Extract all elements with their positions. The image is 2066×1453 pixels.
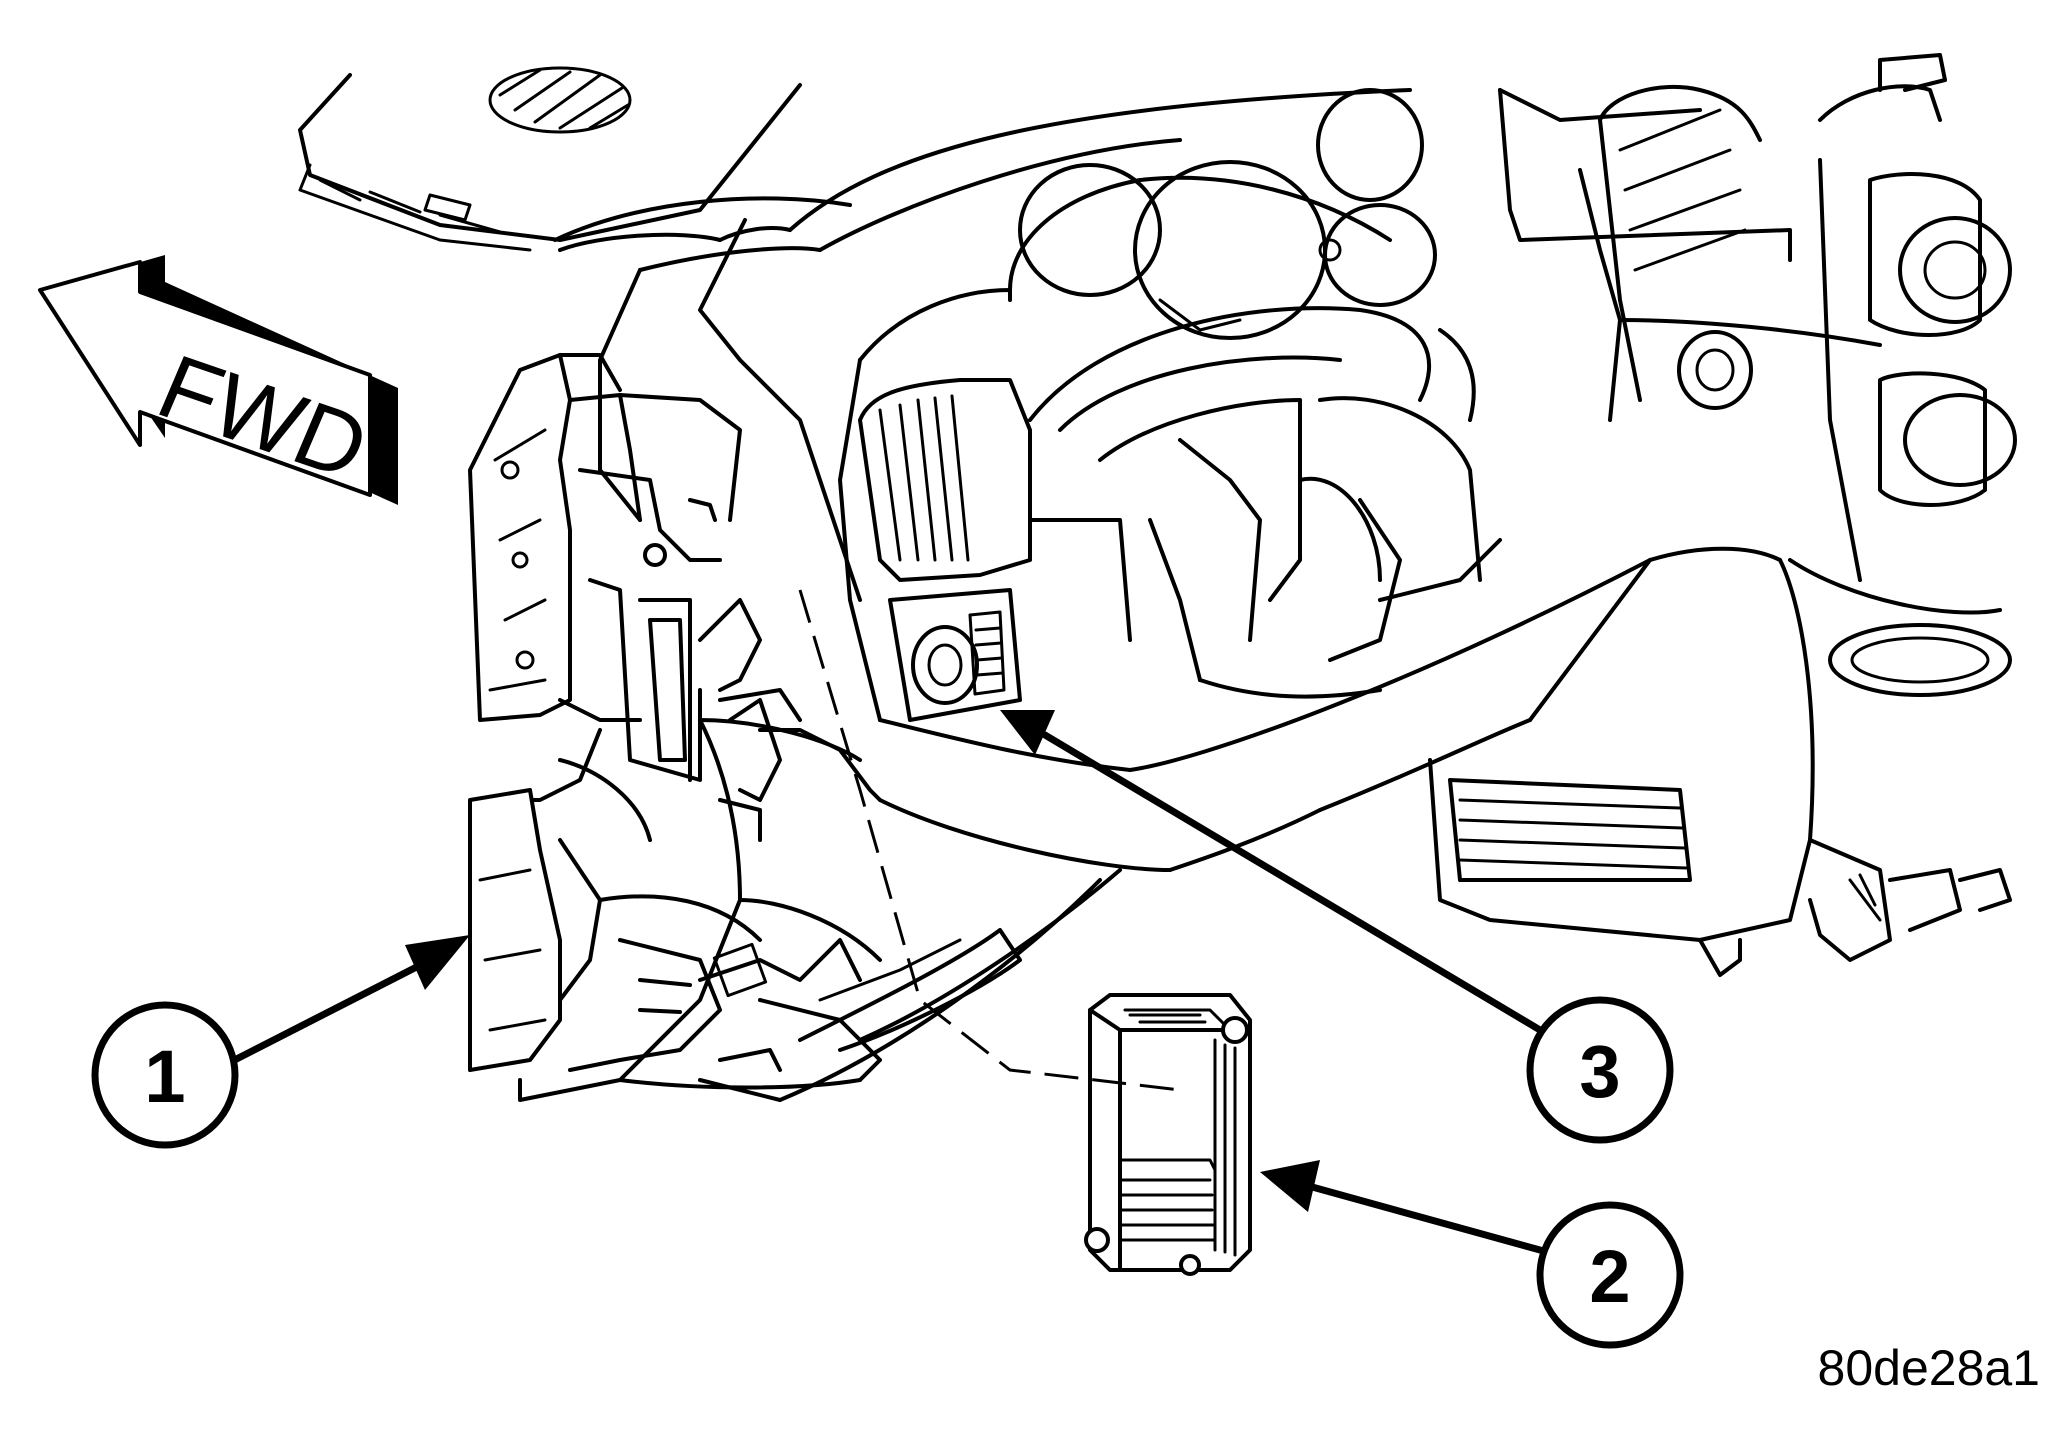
control-knob-lower-right <box>1903 393 2017 487</box>
gauge-upper-right <box>1316 88 1424 202</box>
instrument-cluster <box>1008 88 1437 340</box>
figure-code: 80de28a1 <box>1818 1340 2040 1396</box>
control-knob-upper <box>1677 330 1753 410</box>
callout-1: 1 <box>91 935 470 1149</box>
body-control-module <box>1084 993 1252 1276</box>
fwd-arrow: FWD <box>38 255 398 505</box>
callout-1-circle <box>91 1001 239 1149</box>
center-stack <box>1598 53 2017 697</box>
left-air-vent <box>858 378 1032 582</box>
callout-3-number: 3 <box>1579 1030 1620 1113</box>
callout-2-number: 2 <box>1589 1235 1630 1318</box>
mounting-reference-line <box>798 589 1181 1092</box>
callout-3-circle <box>1526 996 1674 1144</box>
callout-3: 3 <box>1000 710 1674 1144</box>
gauge-center <box>1133 160 1327 340</box>
callout-2-circle <box>1536 1201 1684 1349</box>
gauge-lower-right <box>1323 203 1437 307</box>
gauge-left <box>1018 163 1162 297</box>
hatched-oval <box>488 66 632 134</box>
callout-1-number: 1 <box>144 1035 185 1118</box>
left-end-bracket <box>468 353 1022 1102</box>
hood-panel <box>298 66 802 252</box>
callout-2: 2 <box>1260 1160 1684 1349</box>
lower-right-vent <box>1428 558 2012 977</box>
handle-recess <box>1828 623 2012 697</box>
steering-column-opening <box>1028 306 1502 699</box>
control-knob-right <box>1898 216 2012 324</box>
headlamp-switch <box>888 588 1022 722</box>
